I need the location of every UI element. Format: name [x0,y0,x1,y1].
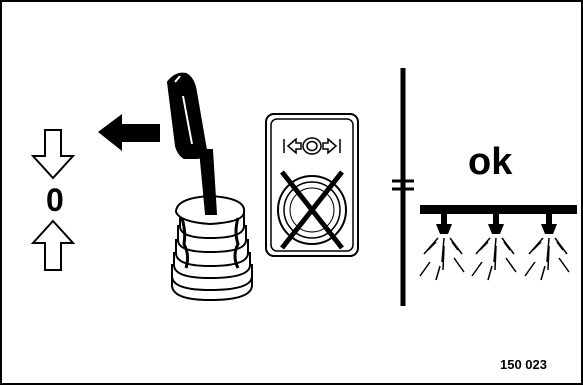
neutral-position-label: 0 [46,184,64,216]
figure-code: 150 023 [500,357,547,372]
ok-label: ok [468,143,512,181]
